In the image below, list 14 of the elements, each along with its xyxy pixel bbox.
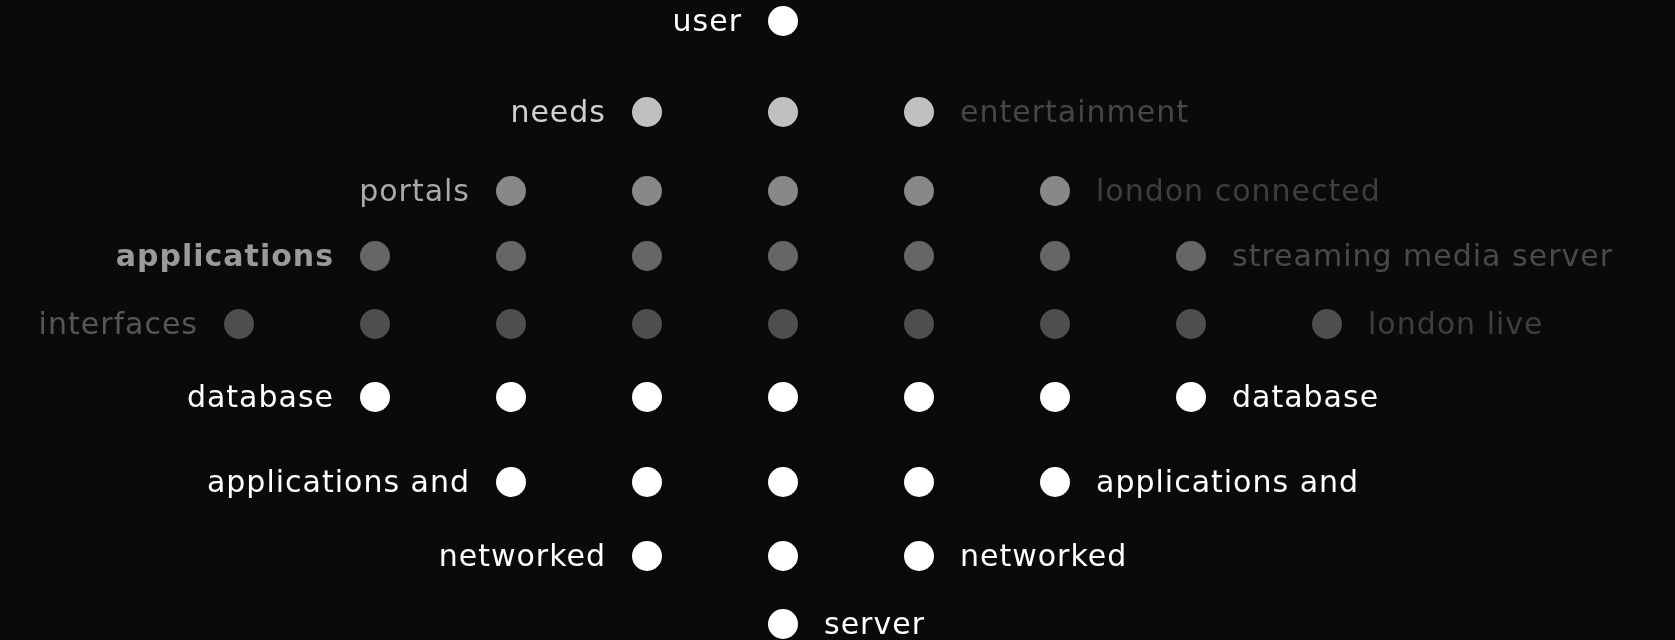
node-label: server — [824, 608, 925, 640]
node-label: networked — [960, 540, 1128, 572]
node-label: interfaces — [38, 308, 198, 340]
node-label: needs — [510, 96, 606, 128]
node-label: applications — [115, 240, 334, 272]
node-label: networked — [438, 540, 606, 572]
node-label: database — [1232, 381, 1380, 413]
node-label: entertainment — [960, 96, 1189, 128]
node-label: user — [672, 5, 742, 37]
node-label: streaming media server — [1232, 240, 1613, 272]
node-label: database — [186, 381, 334, 413]
node-label: applications and — [1096, 466, 1360, 498]
node-label: applications and — [206, 466, 470, 498]
node-label: portals — [359, 175, 470, 207]
